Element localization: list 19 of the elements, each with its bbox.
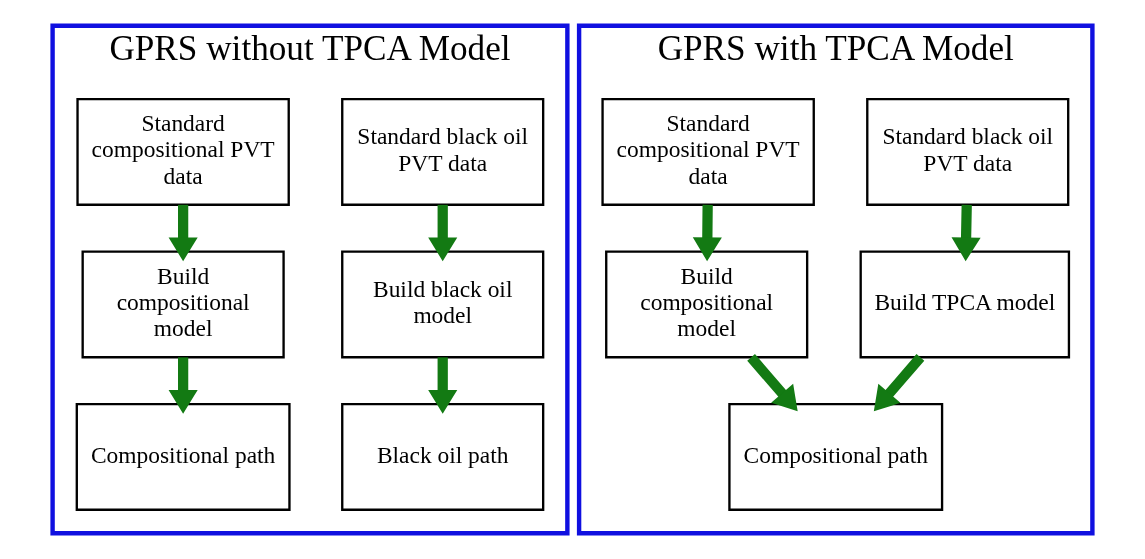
arrow xyxy=(692,204,722,262)
node-box: Build TPCA model xyxy=(859,250,1071,359)
node-box: Build compositional model xyxy=(81,250,285,359)
arrow xyxy=(951,204,981,262)
node-box: Black oil path xyxy=(341,403,545,511)
arrow xyxy=(168,357,198,414)
node-box: Compositional path xyxy=(728,403,944,511)
node-box: Standard compositional PVT data xyxy=(601,97,815,206)
node-box: Build compositional model xyxy=(605,250,809,359)
arrow xyxy=(747,354,798,412)
node-box: Build black oil model xyxy=(341,250,545,359)
node-box: Standard black oil PVT data xyxy=(866,97,1070,206)
node-box: Standard black oil PVT data xyxy=(341,97,545,206)
arrow xyxy=(873,354,925,412)
arrow xyxy=(428,204,458,262)
arrow xyxy=(168,204,198,262)
node-box: Compositional path xyxy=(75,403,291,511)
node-box: Standard compositional PVT data xyxy=(76,97,290,206)
arrow xyxy=(428,357,458,414)
